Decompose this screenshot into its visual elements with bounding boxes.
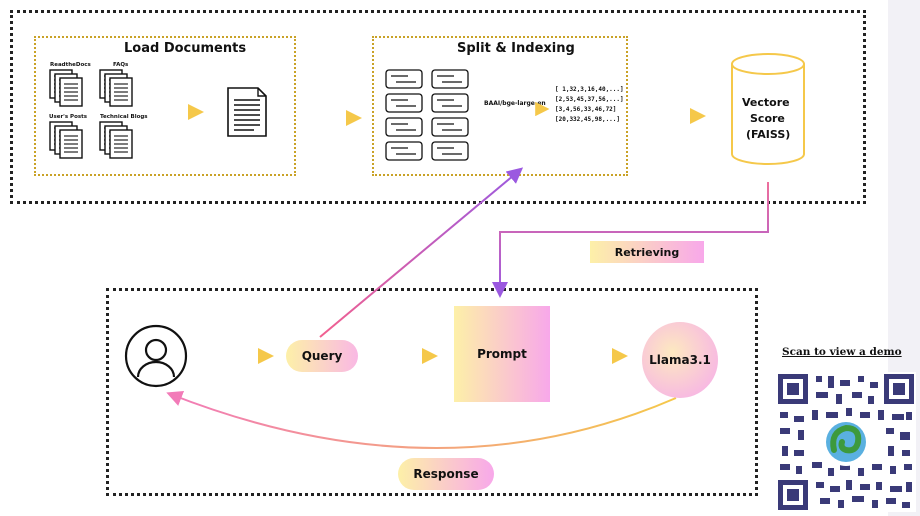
source-label-users-posts: User's Posts: [49, 114, 88, 120]
retrieving-label: Retrieving: [590, 241, 704, 263]
document-stack-icon: [50, 70, 132, 158]
vector-line-4: [20,332,45,98,...]: [555, 116, 621, 123]
llm-node: Llama3.1: [642, 322, 718, 398]
embedding-model-label: BAAI/bge-large-en: [484, 100, 546, 107]
response-label: Response: [398, 458, 494, 490]
query-to-index-arrow: [319, 167, 524, 338]
vector-line-1: [ 1,32,3,16,40,...]: [555, 86, 624, 93]
load-documents-title: Load Documents: [124, 41, 247, 56]
database-cylinder-icon: [731, 53, 805, 165]
prompt-node: Prompt: [454, 306, 550, 402]
source-label-technical-blogs: Technical Blogs: [100, 114, 148, 120]
split-indexing-title: Split & Indexing: [457, 41, 575, 56]
document-icon: [227, 87, 267, 137]
qr-caption: Scan to view a demo: [782, 346, 902, 358]
retrieving-arrow: [492, 182, 769, 298]
vector-store-line-2: Score: [750, 112, 785, 125]
query-pipeline-frame: [106, 288, 758, 496]
load-documents-box: [34, 36, 296, 176]
vector-store-line-3: (FAISS): [746, 128, 791, 141]
source-label-faqs: FAQs: [113, 62, 129, 68]
vector-line-2: [2,53,45,37,56,...]: [555, 96, 624, 103]
text-chunk-icon: [385, 69, 469, 161]
source-label-readthedocs: ReadtheDocs: [50, 62, 91, 68]
query-node: Query: [286, 340, 358, 372]
vector-store-line-1: Vectore: [742, 96, 790, 109]
user-avatar-icon: [124, 324, 188, 388]
response-arrow: [166, 390, 677, 449]
vector-line-3: [3,4,56,33,46,72]: [555, 106, 617, 113]
ingestion-pipeline-frame: [10, 10, 866, 204]
split-indexing-box: [372, 36, 628, 176]
qr-code-icon: [776, 372, 916, 512]
